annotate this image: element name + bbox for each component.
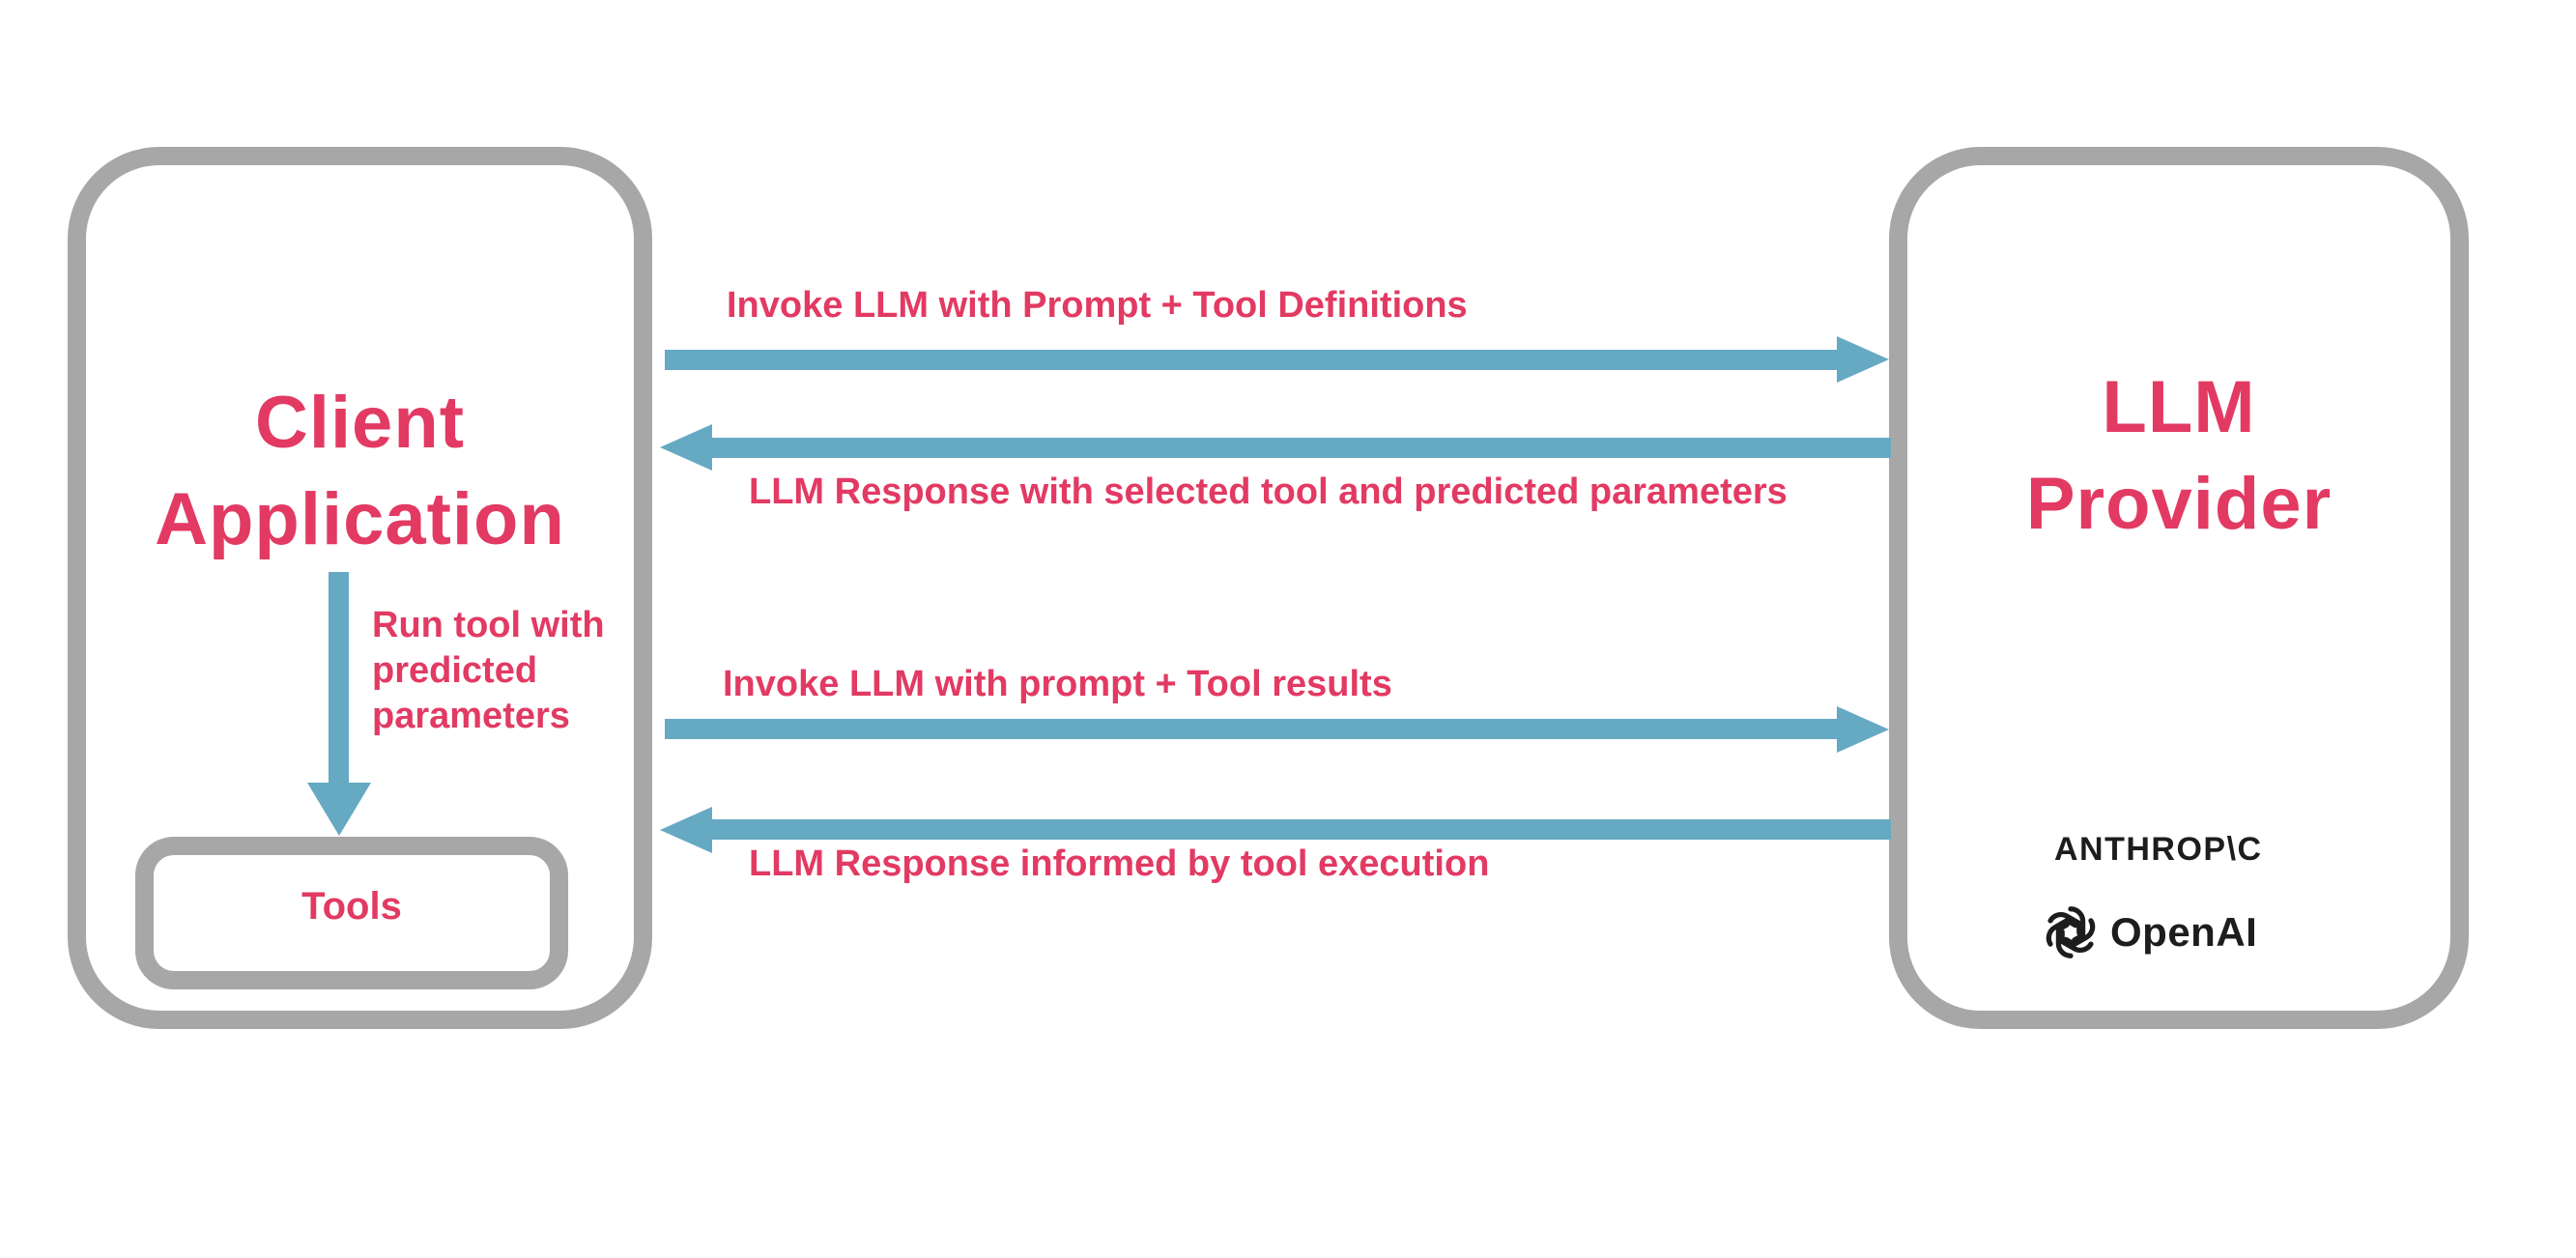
arrowhead-right-icon: [1837, 336, 1889, 383]
arrow-shaft: [665, 719, 1839, 739]
arrow-label-llm-response-informed-by-tool: LLM Response informed by tool execution: [749, 843, 1490, 884]
openai-blossom-icon: [2046, 906, 2096, 958]
arrow-shaft: [329, 572, 349, 785]
arrowhead-down-icon: [307, 783, 371, 836]
llm-provider-box: [1889, 147, 2469, 1029]
client-application-title: Client Application: [68, 375, 652, 568]
arrow-shaft: [665, 350, 1839, 370]
arrow-label-llm-response-selected-tool: LLM Response with selected tool and pred…: [749, 472, 1788, 512]
arrowhead-left-icon: [660, 424, 712, 471]
openai-wordmark: OpenAI: [2110, 909, 2258, 955]
openai-logo: OpenAI: [2041, 902, 2257, 962]
tools-box: Tools: [135, 837, 568, 989]
tools-label: Tools: [301, 884, 402, 928]
arrow-label-invoke-llm-with-tool-results: Invoke LLM with prompt + Tool results: [723, 664, 1392, 704]
arrowhead-right-icon: [1837, 706, 1889, 753]
client-title-line1: Client: [254, 382, 466, 464]
provider-title-line2: Provider: [2025, 463, 2333, 545]
provider-title-line1: LLM: [2102, 366, 2256, 448]
llm-provider-title: LLM Provider: [1889, 359, 2469, 553]
arrow-label-run-tool: Run tool with predicted parameters: [372, 605, 605, 736]
arrow-label-invoke-llm-with-tool-definitions: Invoke LLM with Prompt + Tool Definition…: [727, 285, 1468, 326]
arrowhead-left-icon: [660, 807, 712, 853]
arrow-shaft: [710, 438, 1891, 458]
anthropic-wordmark: ANTHROP\C: [2054, 831, 2263, 868]
client-title-line2: Application: [155, 478, 565, 560]
arrow-shaft: [710, 819, 1891, 840]
